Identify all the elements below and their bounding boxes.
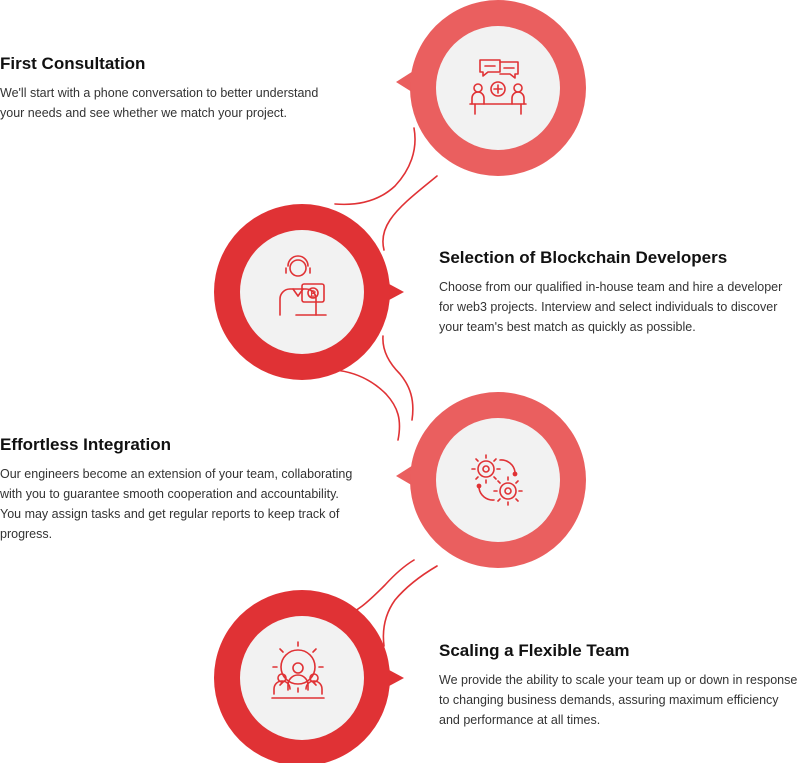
connector-1a [334, 127, 416, 206]
step-2-text: Selection of Blockchain Developers Choos… [439, 247, 800, 337]
step-4-text: Scaling a Flexible Team We provide the a… [439, 640, 800, 730]
connector-1b [382, 175, 438, 251]
step-title: Scaling a Flexible Team [439, 641, 630, 660]
bubble-inner [436, 418, 560, 542]
team-gear-icon [271, 641, 325, 699]
step-4-bubble [214, 590, 404, 763]
gears-icon [471, 454, 523, 506]
step-title: Selection of Blockchain Developers [439, 248, 728, 267]
connector-2b [334, 369, 401, 441]
connector-2a [382, 335, 414, 421]
step-3-text: Effortless Integration Our engineers bec… [0, 434, 360, 544]
bitcoin-symbol: ₿ [310, 290, 317, 299]
step-2-bubble: ₿ [214, 204, 404, 380]
step-description: We'll start with a phone conversation to… [0, 86, 319, 120]
step-description: Our engineers become an extension of you… [0, 467, 353, 541]
bitcoin-developer-icon [279, 255, 327, 316]
step-1-text: First Consultation We'll start with a ph… [0, 53, 345, 123]
step-description: Choose from our qualified in-house team … [439, 280, 783, 334]
step-title: First Consultation [0, 54, 146, 73]
step-3-bubble [396, 392, 586, 568]
step-1-bubble [396, 0, 586, 176]
meeting-chat-icon [469, 59, 527, 115]
step-title: Effortless Integration [0, 435, 171, 454]
connector-3b [382, 565, 438, 647]
step-description: We provide the ability to scale your tea… [439, 673, 798, 727]
bubble-inner [240, 616, 364, 740]
